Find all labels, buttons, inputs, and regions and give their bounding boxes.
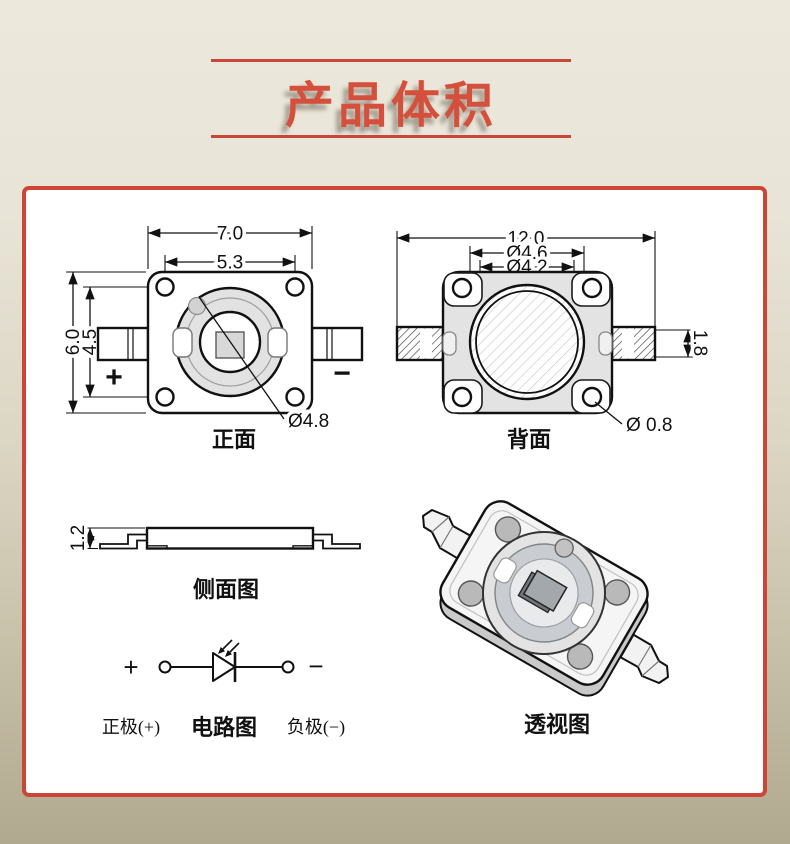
back-view: 12.0 Ø4.6 Ø4.2	[395, 225, 714, 452]
front-notch-left	[172, 327, 193, 358]
front-hole-tl	[155, 277, 175, 297]
led-symbol	[212, 652, 236, 682]
page-title: 产品体积	[284, 79, 497, 133]
technical-drawing: 7.0 5.3 6.0 4.5	[60, 220, 714, 740]
back-dimple-right	[598, 331, 613, 356]
side-lead-left	[99, 533, 148, 550]
front-dim-height: 6.0	[60, 271, 146, 414]
back-hole-br	[581, 386, 603, 408]
side-view-label: 侧面图	[193, 577, 259, 602]
led-light-arrows	[218, 639, 240, 657]
back-hole-leader-line	[594, 401, 623, 425]
circuit-minus-sign: −	[308, 651, 323, 681]
front-dim-width-value: 7.0	[217, 224, 243, 245]
side-body	[145, 526, 315, 550]
front-hole-tr	[285, 277, 305, 297]
perspective-body-group	[439, 500, 649, 697]
front-notch-right	[267, 327, 288, 358]
circuit-diagram: + − 正极(+) 电路图 负极(−)	[102, 639, 345, 740]
back-lead-left	[395, 325, 445, 362]
perspective-lead-bottom	[619, 633, 669, 684]
circuit-anode-terminal	[158, 660, 172, 674]
side-lead-right	[312, 533, 361, 550]
perspective-view-label: 透视图	[524, 712, 590, 737]
header-rule-top	[211, 59, 571, 62]
front-lead-right	[310, 326, 364, 362]
front-hole-bl	[155, 387, 175, 407]
perspective-index-dot	[554, 538, 574, 558]
perspective-view: 透视图	[422, 500, 669, 737]
perspective-hole-tr	[603, 579, 631, 606]
back-dim-hole-dia-value: Ø 0.8	[626, 415, 672, 436]
circuit-plus-sign: +	[123, 652, 138, 682]
anode-label: 正极(+)	[102, 717, 160, 738]
cathode-label: 负极(−)	[287, 717, 345, 738]
back-view-label: 背面	[507, 427, 551, 452]
front-index-dot	[187, 296, 207, 316]
back-dim-lead-height: 1.8	[655, 326, 714, 360]
front-dim-width: 7.0	[147, 220, 313, 269]
front-dim-lens-value: Ø4.8	[288, 411, 329, 432]
front-view: 7.0 5.3 6.0 4.5	[60, 220, 364, 452]
back-dim-lead-height-value: 1.8	[689, 330, 710, 356]
front-dim-height-value: 6.0	[63, 329, 84, 355]
perspective-notch-right	[570, 602, 595, 629]
side-view: 1.2 侧面图	[65, 521, 361, 602]
front-die	[215, 331, 245, 359]
perspective-hole-tl	[494, 516, 522, 543]
back-hole-tl	[451, 277, 473, 299]
drawing-panel: 7.0 5.3 6.0 4.5	[22, 186, 767, 797]
back-lens-outer	[468, 283, 586, 401]
side-dim-thickness-value: 1.2	[68, 525, 89, 551]
back-lead-right	[610, 325, 657, 362]
perspective-lead-top	[422, 509, 472, 560]
front-minus-sign: −	[333, 357, 351, 390]
perspective-die-top	[522, 569, 568, 613]
back-lens-inner	[475, 290, 579, 394]
side-dim-thickness: 1.2	[65, 521, 145, 555]
front-plus-sign: +	[105, 361, 123, 394]
back-hole-bl	[451, 386, 473, 408]
front-lens-leader-line	[198, 296, 285, 420]
back-dimple-left	[442, 331, 457, 356]
perspective-hole-br	[566, 643, 594, 670]
back-hole-tr	[581, 277, 603, 299]
circuit-view-label: 电路图	[191, 715, 257, 740]
circuit-cathode-terminal	[281, 660, 295, 674]
front-view-label: 正面	[212, 427, 256, 452]
header-rule-bottom	[211, 135, 571, 138]
front-hole-br	[285, 387, 305, 407]
front-lead-left	[96, 326, 150, 362]
front-dim-hole-pitch-h-value: 5.3	[217, 253, 243, 274]
perspective-hole-bl	[457, 580, 485, 607]
perspective-notch-left	[493, 557, 517, 584]
